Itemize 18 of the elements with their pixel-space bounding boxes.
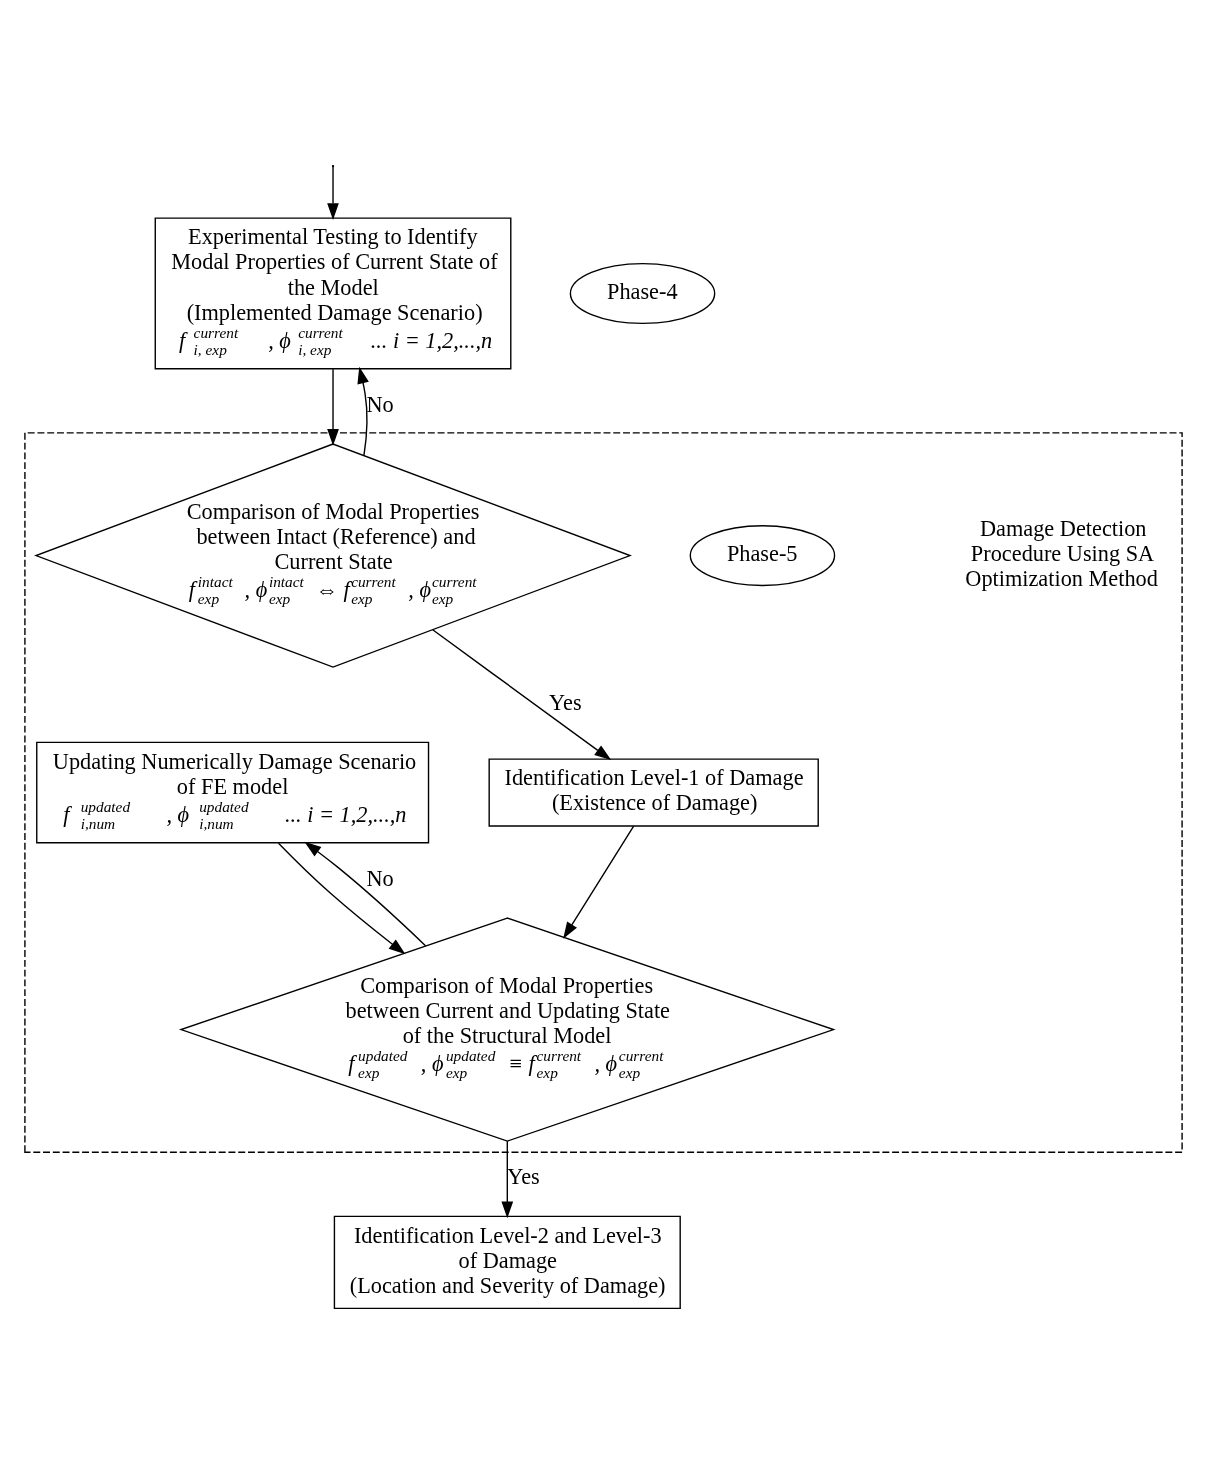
- node-box: Identification Level-1 of Damage (Existence of Damage): [488, 757, 819, 827]
- node-ellipse: Phase-5: [689, 524, 836, 586]
- edge-label: No: [366, 391, 394, 417]
- arrow: [304, 841, 427, 946]
- label: Damage Detection Procedure Using SA Optimization Method: [965, 515, 1158, 591]
- edge-label: No: [366, 865, 394, 891]
- node-ellipse: Phase-4: [569, 262, 716, 324]
- edge-label: Yes: [549, 689, 582, 715]
- node-box: Identification Level-2 and Level-3 of Damage (Location and Severity of Damage): [333, 1215, 681, 1309]
- arrow: [357, 366, 369, 456]
- edge-label: Yes: [507, 1163, 540, 1189]
- arrow: [277, 842, 406, 954]
- arrow: [501, 1140, 514, 1218]
- arrow: [327, 165, 339, 220]
- arrow: [432, 628, 612, 760]
- arrow: [327, 367, 339, 446]
- arrow: [563, 824, 635, 939]
- cluster: [24, 431, 1183, 1153]
